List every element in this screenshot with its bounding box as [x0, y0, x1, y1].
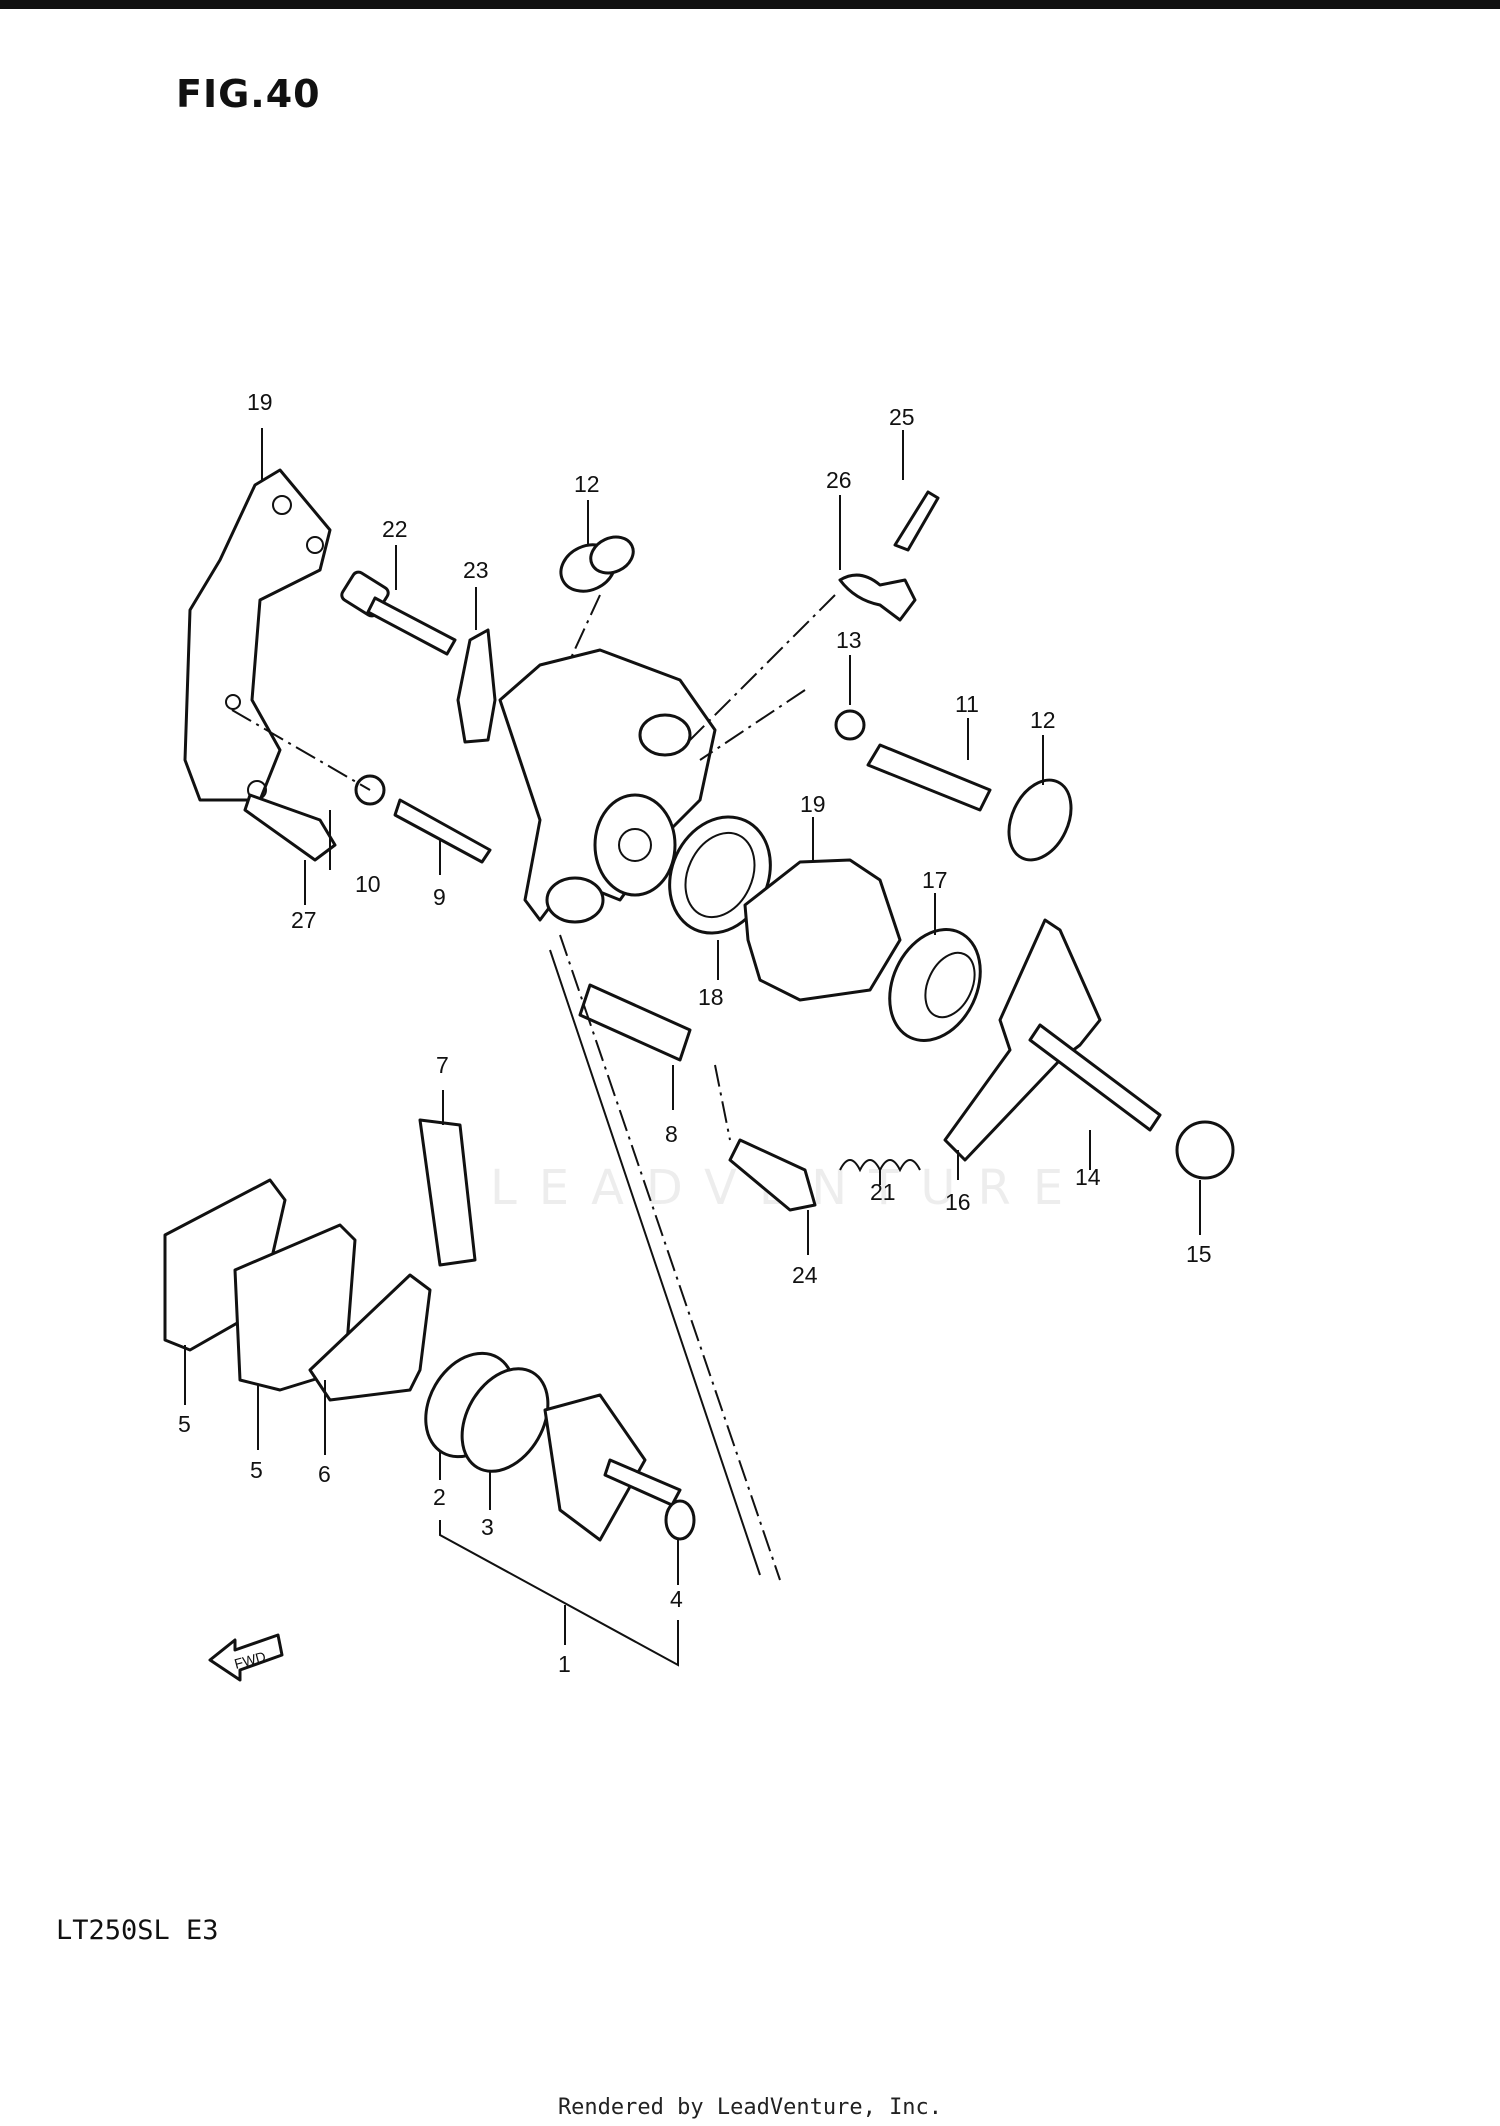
part-27-bolt — [243, 793, 337, 862]
part-20-bracket — [183, 468, 332, 802]
part-11-pin — [866, 743, 992, 812]
part-12-boot-top — [559, 535, 635, 593]
part-14-bolt — [1028, 1023, 1162, 1132]
label-10: 10 — [355, 871, 381, 897]
part-17-bearing — [888, 928, 982, 1042]
part-8-pin — [578, 983, 692, 1062]
part-13-washer — [834, 709, 866, 741]
part-24-bolt — [728, 1138, 817, 1212]
part-15-nut — [1175, 1120, 1235, 1180]
part-16-lever — [943, 918, 1102, 1162]
label-14: 14 — [1075, 1164, 1101, 1190]
label-23: 23 — [463, 557, 489, 583]
label-24: 24 — [792, 1262, 818, 1288]
part-6-plate — [308, 1273, 432, 1402]
label-11: 11 — [955, 691, 979, 717]
part-12-boot-right — [1007, 778, 1073, 862]
label-25: 25 — [889, 404, 915, 430]
model-label: LT250SL E3 — [56, 1915, 219, 1946]
label-12-top: 12 — [574, 471, 600, 497]
part-4-oring — [664, 1499, 696, 1541]
label-22: 22 — [382, 516, 408, 542]
part-19-housing — [743, 858, 902, 1002]
label-3: 3 — [481, 1514, 494, 1540]
figure-title: FIG.40 — [176, 72, 321, 116]
label-17: 17 — [922, 867, 948, 893]
caliper-body — [498, 648, 717, 924]
label-27: 27 — [291, 907, 317, 933]
label-6: 6 — [318, 1461, 331, 1487]
label-19: 19 — [800, 791, 826, 817]
top-border — [0, 0, 1500, 9]
label-26: 26 — [826, 467, 852, 493]
assembly-lines — [231, 594, 836, 1581]
footer-credit: Rendered by LeadVenture, Inc. — [557, 2095, 943, 2120]
label-13: 13 — [836, 627, 862, 653]
part-7-shim — [418, 1118, 477, 1267]
label-15: 15 — [1186, 1241, 1212, 1267]
part-9-pin — [393, 798, 492, 864]
label-8: 8 — [665, 1121, 678, 1147]
label-20: 19 — [247, 389, 273, 415]
label-7: 7 — [436, 1052, 449, 1078]
label-21: 21 — [870, 1179, 896, 1205]
part-25-bleeder — [893, 490, 940, 552]
fwd-arrow — [208, 1633, 284, 1682]
part-labels: 19 22 23 12 25 26 13 11 12 19 17 18 10 9… — [178, 389, 1212, 1677]
leader-lines — [184, 428, 1201, 1667]
part-3-dust-seal — [460, 1367, 550, 1473]
part-26-cap — [838, 573, 917, 622]
label-4: 4 — [670, 1586, 683, 1612]
label-16: 16 — [945, 1189, 971, 1215]
label-5-right: 5 — [250, 1457, 263, 1483]
label-12-right: 12 — [1030, 707, 1056, 733]
part-21-spring — [839, 1159, 921, 1173]
label-5-left: 5 — [178, 1411, 191, 1437]
label-9: 9 — [433, 884, 446, 910]
piston — [543, 1393, 682, 1542]
fwd-label: FWD — [232, 1648, 267, 1672]
label-18: 18 — [698, 984, 724, 1010]
part-22-bolt — [340, 570, 457, 656]
label-2: 2 — [433, 1484, 446, 1510]
label-1: 1 — [558, 1651, 571, 1677]
part-23-lock-plate — [456, 628, 497, 744]
